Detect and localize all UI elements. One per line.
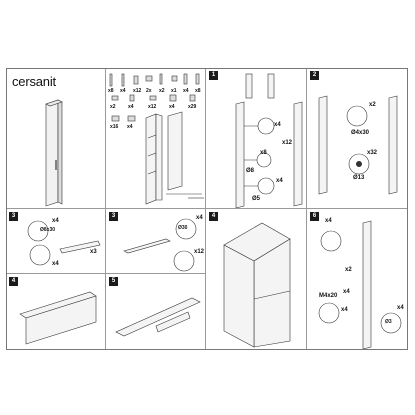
hardware-panel: x8 x4 x12 2x x2 x1 x4 x8 x2 x4 x12 x4 x2… <box>106 68 206 209</box>
qty-label: x3 <box>90 249 97 255</box>
dim-label: Ø4x30 <box>351 130 370 136</box>
qty-label: x4 <box>127 124 133 130</box>
qty-label: x2 <box>159 88 165 94</box>
dim-label: Ø13 <box>353 175 365 181</box>
cover-panel: cersanit <box>6 68 106 209</box>
qty-label: x1 <box>171 88 177 94</box>
step-3-drawing <box>27 220 101 266</box>
qty-label: x8 <box>195 88 201 94</box>
qty-label: x4 <box>397 305 404 311</box>
step-1-panel: 1 x4 x12 Ø8 x8 x4 Ø5 <box>206 68 307 209</box>
dim-label: Ø8x30 <box>40 227 56 233</box>
qty-label: x4 <box>128 104 134 110</box>
qty-label: x8 <box>260 150 267 156</box>
qty-label: x4 <box>343 289 350 295</box>
step-number: 4 <box>209 212 218 221</box>
qty-label: x4 <box>120 88 126 94</box>
qty-label: x12 <box>194 249 205 255</box>
hole-icon <box>356 161 362 167</box>
step-6-drawing <box>318 220 402 349</box>
qty-label: x8 <box>108 88 114 94</box>
step-4-panel: 4 <box>206 209 307 350</box>
dim-label: Ø8 <box>246 168 255 174</box>
dim-label: Ø3 <box>385 319 392 325</box>
qty-label: x4 <box>169 104 175 110</box>
step-5-panel: 5 <box>106 274 206 350</box>
qty-label: x16 <box>110 124 119 130</box>
step-number: 5 <box>109 277 118 286</box>
qty-label: x4 <box>274 122 281 128</box>
step-3b-drawing <box>123 218 197 272</box>
qty-label: 2x <box>146 88 152 94</box>
qty-label: x2 <box>110 104 116 110</box>
brand-logo: cersanit <box>12 74 56 89</box>
qty-label: x29 <box>188 104 197 110</box>
qty-label: x4 <box>196 215 203 221</box>
step-number: 3 <box>109 212 118 221</box>
hardware-icons <box>109 73 204 205</box>
step-number: 1 <box>209 71 218 80</box>
step-4b-drawing <box>19 291 97 345</box>
qty-label: x4 <box>52 218 59 224</box>
qty-label: x4 <box>325 218 332 224</box>
step-number: 4 <box>9 277 18 286</box>
step-number: 3 <box>9 212 18 221</box>
step-4-drawing <box>223 222 291 348</box>
dim-label: Ø5 <box>252 196 261 202</box>
qty-label: x32 <box>367 150 378 156</box>
dim-label: Ø30 <box>178 225 188 231</box>
qty-label: x12 <box>133 88 142 94</box>
qty-label: x2 <box>345 267 352 273</box>
qty-label: x4 <box>276 178 283 184</box>
step-2-drawing <box>318 95 398 195</box>
step-1-drawing <box>235 73 303 208</box>
instruction-sheet: cersanit <box>6 68 408 350</box>
step-2-panel: 2 x2 Ø4x30 x32 Ø13 <box>307 68 408 209</box>
step-number: 2 <box>310 71 319 80</box>
step-3-panel: 3 x4 Ø8x30 x4 x3 <box>6 209 106 274</box>
step-4b-panel: 4 <box>6 274 106 350</box>
step-3b-panel: 3 Ø30 x4 x12 <box>106 209 206 274</box>
qty-label: x4 <box>183 88 189 94</box>
qty-label: x2 <box>369 102 376 108</box>
dim-label: M4x20 <box>319 293 338 299</box>
qty-label: x12 <box>282 140 293 146</box>
step-6-panel: 6 x4 x4 M4x20 x2 x4 Ø3 x4 <box>307 209 408 350</box>
qty-label: x4 <box>341 307 348 313</box>
qty-label: x12 <box>148 104 157 110</box>
step-5-drawing <box>115 297 201 337</box>
qty-label: x4 <box>52 261 59 267</box>
cabinet-cover-drawing <box>45 99 63 207</box>
step-number: 6 <box>310 212 319 221</box>
